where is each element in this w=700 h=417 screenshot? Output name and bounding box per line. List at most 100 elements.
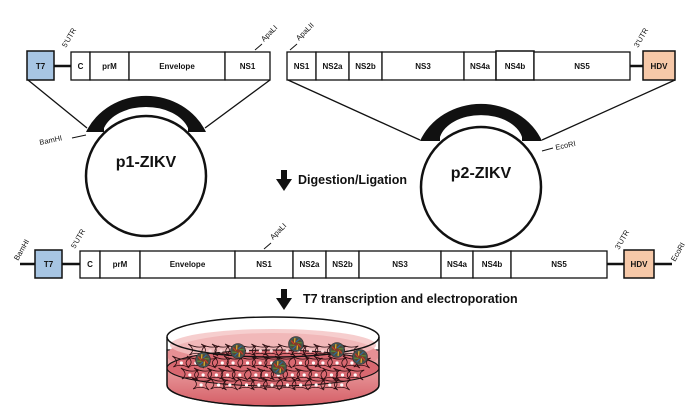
cell <box>345 367 365 381</box>
cell <box>230 367 250 381</box>
hdv-box-p2 <box>642 50 676 81</box>
fragment-p2: ApaLII NS1 NS2a NS2b NS3 NS4a NS4b NS5 3… <box>286 21 676 81</box>
segment-ns1-full-label: NS1 <box>256 260 272 269</box>
segment-c-label: C <box>78 62 84 71</box>
virus-particles <box>195 336 368 375</box>
segment-ns4b-p2 <box>495 50 535 81</box>
segment-ns5-p2 <box>533 51 631 81</box>
segment-ns2b-full-label: NS2b <box>332 260 353 269</box>
apali-tick-full <box>263 242 272 250</box>
cell <box>320 377 339 391</box>
segment-ns3-full <box>358 250 442 279</box>
cell <box>251 343 270 357</box>
hdv-label-full: HDV <box>631 260 649 269</box>
segment-envelope-full <box>139 250 236 279</box>
virus-particle <box>195 352 211 368</box>
cell <box>220 377 240 391</box>
cell <box>291 377 310 391</box>
segment-ns1 <box>224 51 271 81</box>
p2-right-connector <box>541 79 676 141</box>
segment-envelope-full-label: Envelope <box>170 260 206 269</box>
segment-ns2b-full <box>325 250 360 279</box>
cell <box>237 377 256 391</box>
cell <box>306 377 326 391</box>
virus-particle <box>230 343 246 359</box>
cell <box>238 355 257 369</box>
segment-ns2b-p2-label: NS2b <box>355 62 376 71</box>
ecori-label-p2: EcoRI <box>555 139 577 152</box>
utr3-label-full: 3'UTR <box>613 228 632 251</box>
segment-ns2a-full-label: NS2a <box>299 260 320 269</box>
cell <box>301 343 320 357</box>
cell <box>191 377 211 391</box>
segment-ns5-full-label: NS5 <box>551 260 567 269</box>
step-digestion-ligation: Digestion/Ligation <box>276 170 407 191</box>
virus-particle <box>329 342 345 358</box>
segment-ns5-full <box>510 250 608 279</box>
segment-ns1-p2 <box>286 51 317 81</box>
segment-ns1-label: NS1 <box>240 62 256 71</box>
cell <box>283 367 302 381</box>
segment-prm-label: prM <box>102 62 117 71</box>
hdv-label-p2: HDV <box>651 62 669 71</box>
p1-left-connector <box>27 79 88 129</box>
virus-particle <box>352 349 368 365</box>
segment-ns2a-p2 <box>315 51 350 81</box>
p1-segments: C prM Envelope NS1 <box>70 51 271 81</box>
down-arrow-icon <box>276 170 292 191</box>
full-segments: C prM Envelope NS1 NS2a NS2b NS3 NS4a NS… <box>79 250 608 279</box>
plasmid-p1-label: p1-ZIKV <box>116 154 177 171</box>
utr3-label-p2: 3'UTR <box>632 26 651 49</box>
fragment-p1: T7 5'UTR C prM Envelope NS1 ApaLI <box>26 23 279 81</box>
plasmid-p2-circle <box>419 125 543 249</box>
segment-ns4b-p2-label: NS4b <box>505 62 526 71</box>
cell <box>332 377 351 391</box>
cell <box>172 355 191 369</box>
apali-tick <box>254 43 263 51</box>
cell <box>257 367 276 381</box>
plasmid-p2-label: p2-ZIKV <box>451 165 512 182</box>
segment-ns2b-p2 <box>348 51 383 81</box>
cell <box>193 367 213 381</box>
cell <box>278 377 297 391</box>
segment-ns4a-p2-label: NS4a <box>470 62 491 71</box>
step-2-label: T7 transcription and electroporation <box>303 292 518 306</box>
cell <box>262 343 281 357</box>
segment-c-full-label: C <box>87 260 93 269</box>
segment-ns3-full-label: NS3 <box>392 260 408 269</box>
cell <box>313 343 332 357</box>
cell <box>211 343 231 357</box>
t7-box-full <box>34 249 63 279</box>
plasmid-p1: p1-ZIKV BamHI <box>39 95 208 238</box>
segment-envelope-label: Envelope <box>159 62 195 71</box>
segment-ns4b-full <box>472 250 512 279</box>
bamhi-label-p1: BamHI <box>39 133 63 147</box>
cell <box>209 377 228 391</box>
p1-right-connector <box>204 79 271 129</box>
cell <box>223 355 243 369</box>
segment-ns4b-full-label: NS4b <box>482 260 503 269</box>
p2-left-connector <box>287 79 421 141</box>
culture-dish <box>166 316 380 407</box>
segment-ns4a-full-label: NS4a <box>447 260 468 269</box>
cell <box>291 355 310 369</box>
full-construct: BamHI T7 5'UTR C prM Envelope NS1 NS2a N… <box>12 221 687 279</box>
apali-label: ApaLI <box>259 23 279 43</box>
segment-ns1-full <box>234 250 294 279</box>
virus-particle <box>271 359 287 375</box>
cell <box>327 355 347 369</box>
step-1-label: Digestion/Ligation <box>298 173 407 187</box>
cell <box>262 377 282 391</box>
cell <box>213 355 232 369</box>
apalii-tick <box>289 43 298 51</box>
segment-ns5-p2-label: NS5 <box>574 62 590 71</box>
step-transcription-electroporation: T7 transcription and electroporation <box>276 289 518 310</box>
apalii-label: ApaLII <box>294 21 316 43</box>
cell <box>322 367 341 381</box>
cell <box>218 367 237 381</box>
segment-ns3-p2-label: NS3 <box>415 62 431 71</box>
bamhi-tick-p1 <box>71 134 87 139</box>
segment-ns4a-full <box>440 250 474 279</box>
t7-label: T7 <box>36 62 46 71</box>
